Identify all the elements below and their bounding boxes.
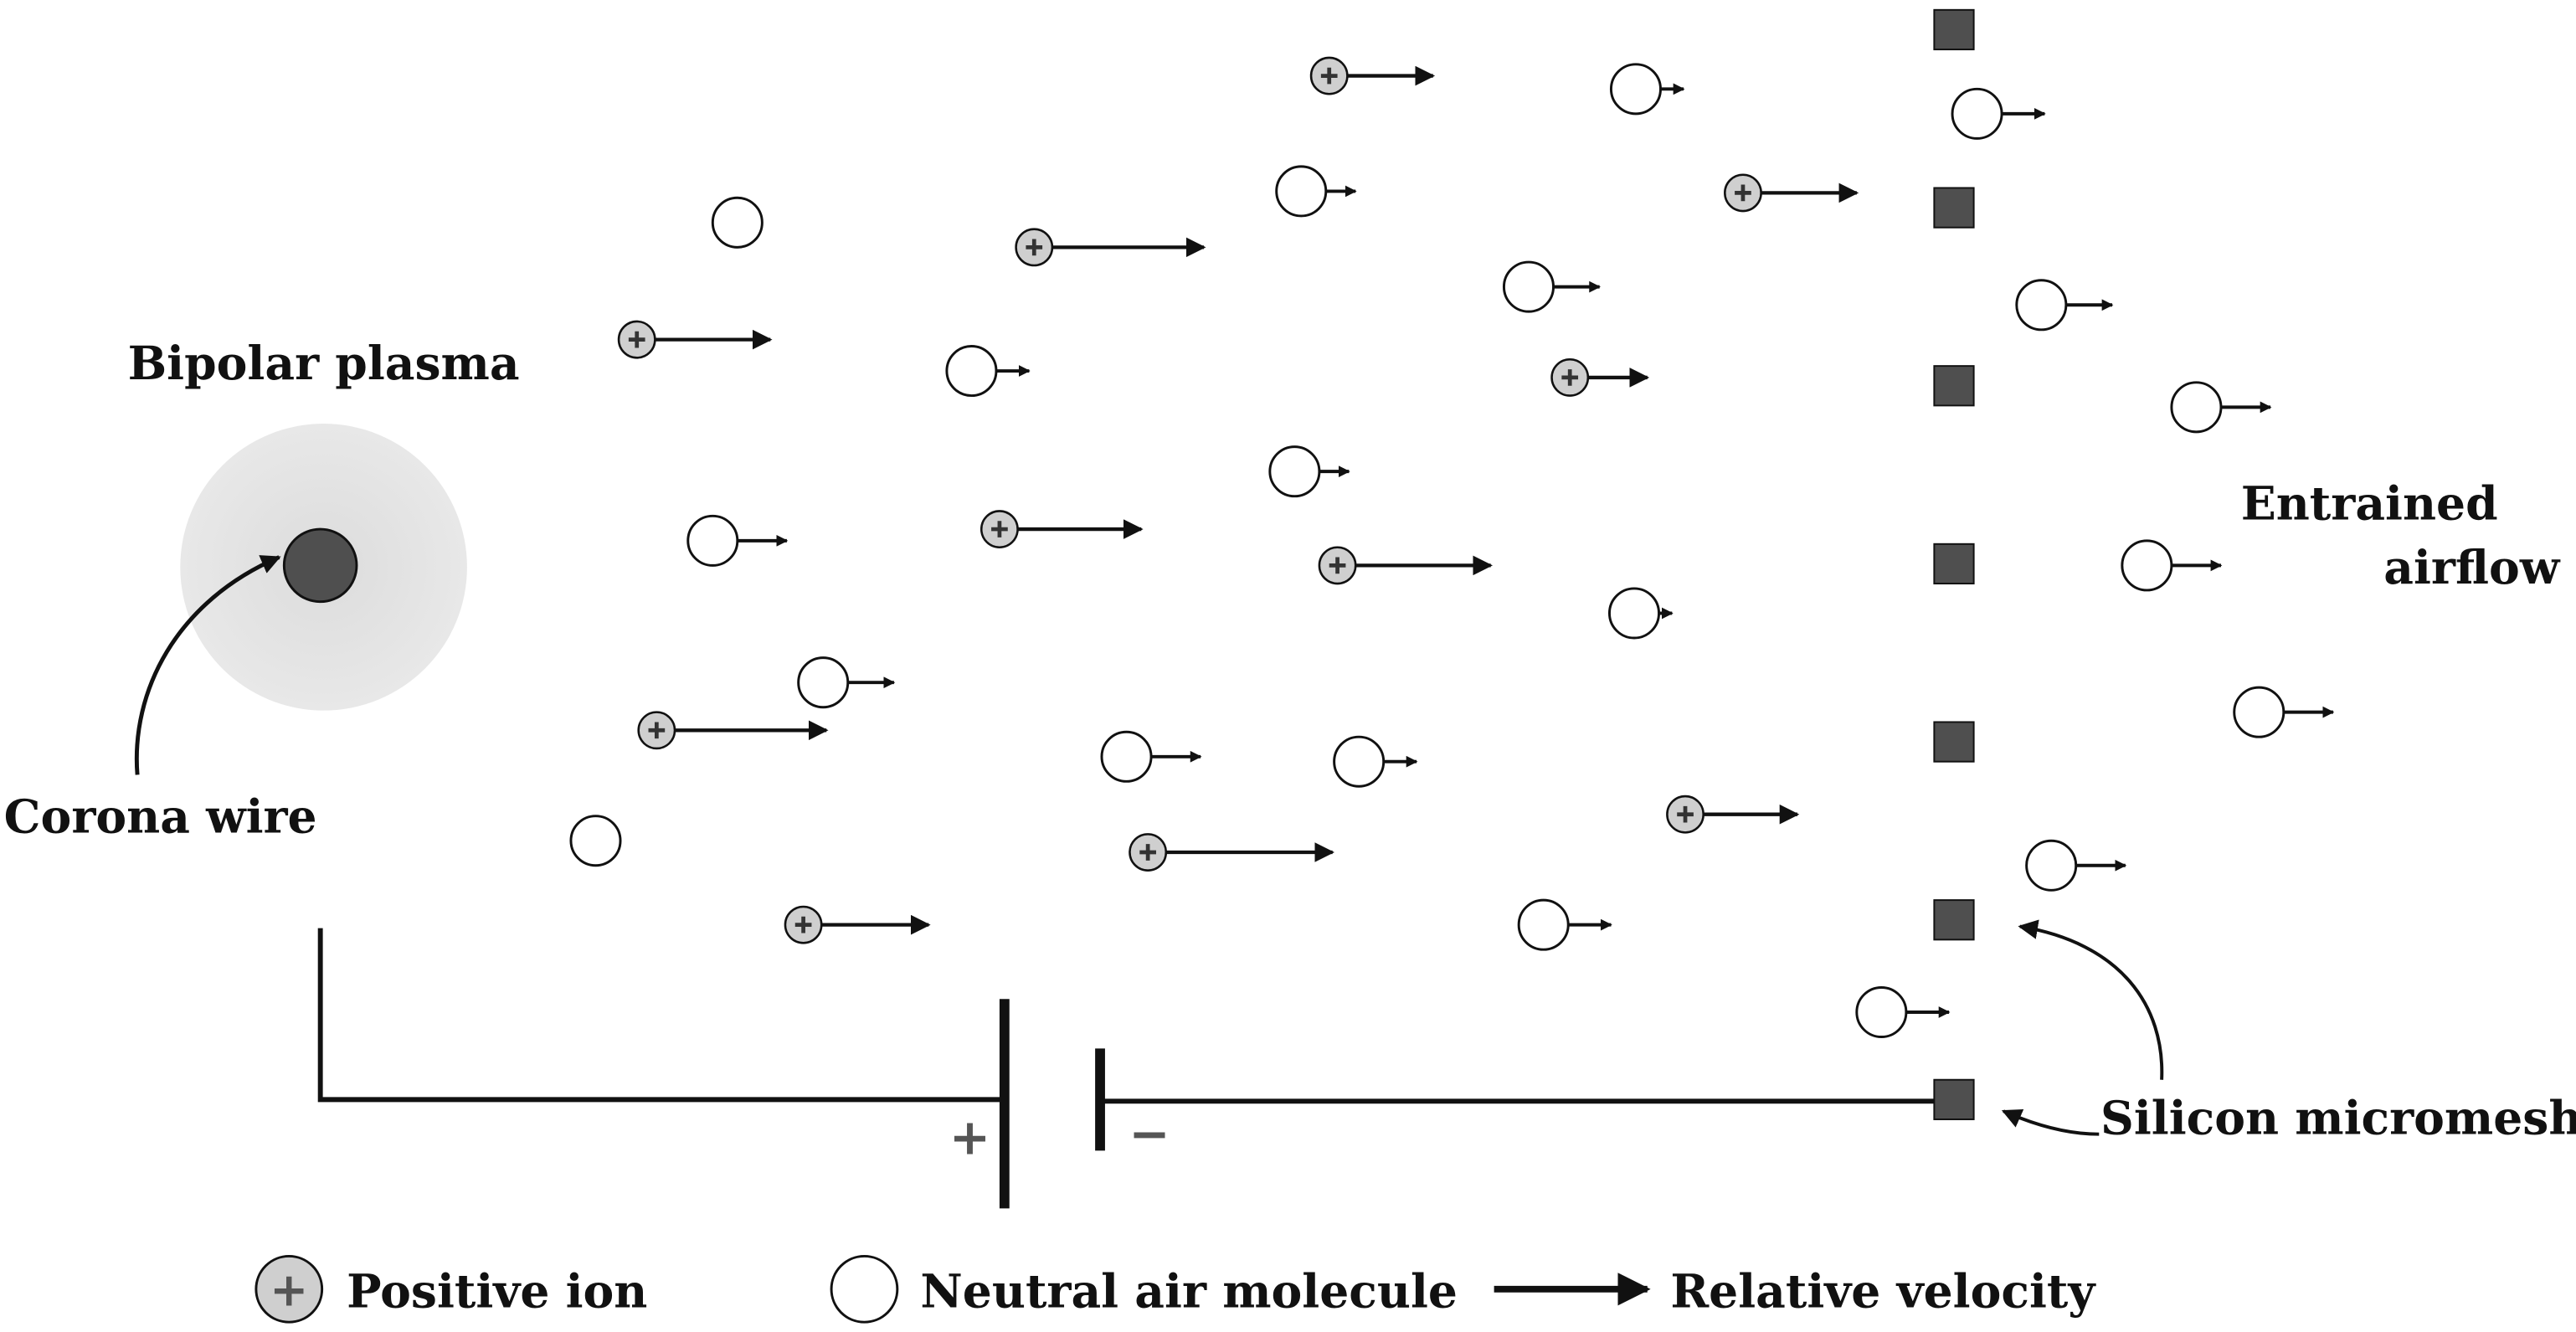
micromesh-element	[1933, 365, 1975, 407]
neutral-air-molecule	[1951, 87, 2046, 140]
neutral-air-molecule	[1268, 445, 1350, 498]
entrained-airflow-label-line2: airflow	[2383, 541, 2561, 595]
neutral-air-molecule	[2233, 686, 2335, 738]
legend: + Positive ion Neutral air molecule Rela…	[255, 1254, 2096, 1324]
neutral-air-molecule	[1502, 260, 1602, 313]
positive-ion	[1550, 357, 1650, 397]
neutral-air-molecule	[711, 196, 764, 249]
neutral-air-molecule	[1607, 587, 1674, 640]
particles	[569, 56, 2335, 1039]
micromesh-pointer-arrow-lower	[2001, 1108, 2100, 1136]
plus-icon	[1329, 557, 1346, 574]
molecule-body	[686, 514, 739, 567]
plus-icon	[628, 331, 645, 348]
micromesh-element	[1933, 187, 1975, 229]
micromesh-pointer-arrow-upper	[2018, 919, 2164, 1080]
legend-neutral-molecule-icon	[830, 1254, 899, 1324]
legend-positive-ion-icon	[255, 1254, 324, 1324]
circuit-wire-left	[317, 928, 1005, 1103]
plus-icon	[794, 916, 812, 933]
molecule-body	[1268, 445, 1321, 498]
plus-icon	[1139, 844, 1156, 861]
neutral-air-molecule	[2170, 381, 2272, 434]
neutral-air-molecule	[1100, 730, 1202, 783]
positive-ion	[784, 905, 931, 944]
legend-positive-ion-plus: +	[270, 1263, 308, 1317]
molecule-body	[797, 656, 850, 709]
molecule-body	[1607, 587, 1661, 640]
molecule-body	[2233, 686, 2285, 738]
plus-icon	[1677, 805, 1694, 823]
neutral-air-molecule	[686, 514, 789, 567]
molecule-body	[2121, 539, 2173, 592]
micromesh-element	[1933, 899, 1975, 941]
battery-plus-sign: +	[949, 1108, 991, 1165]
corona-wire	[282, 527, 358, 604]
neutral-air-molecule	[797, 656, 896, 709]
neutral-air-molecule	[1517, 898, 1612, 951]
corona-wire-pointer-arrow	[134, 555, 281, 775]
molecule-body	[1333, 735, 1386, 788]
positive-ion	[1015, 228, 1206, 267]
plus-icon	[1561, 369, 1579, 386]
molecule-body	[1517, 898, 1570, 951]
silicon-micromesh-label: Silicon micromesh	[2100, 1092, 2576, 1146]
molecule-body	[2015, 279, 2068, 332]
battery-minus-sign: −	[1129, 1104, 1170, 1162]
plus-icon	[1320, 67, 1338, 85]
neutral-air-molecule	[569, 815, 622, 867]
molecule-body	[2170, 381, 2223, 434]
molecule-body	[2025, 839, 2078, 892]
plus-icon	[991, 521, 1008, 537]
neutral-air-molecule	[1609, 63, 1685, 116]
positive-ion	[1318, 546, 1494, 585]
molecule-body	[711, 196, 764, 249]
neutral-air-molecule	[945, 345, 1031, 398]
molecule-body	[1951, 87, 2003, 140]
molecule-body	[1275, 165, 1328, 218]
molecule-body	[1609, 63, 1662, 116]
positive-ion	[1724, 173, 1859, 213]
bipolar-plasma-label: Bipolar plasma	[128, 337, 520, 391]
positive-ion	[979, 510, 1144, 549]
positive-ion	[617, 320, 773, 359]
entrained-airflow-label-line1: Entrained	[2241, 476, 2498, 531]
neutral-air-molecule	[1333, 735, 1418, 788]
silicon-micromesh	[1933, 8, 1975, 1120]
positive-ion	[1309, 56, 1436, 95]
molecule-body	[1502, 260, 1555, 313]
neutral-air-molecule	[1855, 985, 1951, 1039]
micromesh-element	[1933, 543, 1975, 585]
micromesh-element	[1933, 8, 1975, 51]
legend-positive-ion-label: Positive ion	[347, 1264, 647, 1319]
plus-icon	[1026, 239, 1043, 256]
positive-ion	[1129, 833, 1335, 872]
neutral-air-molecule	[2015, 279, 2114, 332]
molecule-body	[1855, 985, 1908, 1039]
plus-icon	[1735, 184, 1751, 202]
corona-wire-label: Corona wire	[4, 789, 317, 844]
molecule-body	[945, 345, 998, 398]
micromesh-element	[1933, 721, 1975, 763]
positive-ion	[1666, 795, 1800, 834]
positive-ion	[637, 711, 829, 750]
legend-neutral-molecule-label: Neutral air molecule	[920, 1264, 1458, 1319]
molecule-body	[1100, 730, 1153, 783]
neutral-air-molecule	[1275, 165, 1357, 218]
neutral-air-molecule	[2121, 539, 2223, 592]
legend-velocity-label: Relative velocity	[1670, 1264, 2096, 1319]
plus-icon	[648, 722, 666, 739]
molecule-body	[569, 815, 622, 867]
micromesh-element	[1933, 1078, 1975, 1120]
neutral-air-molecule	[2025, 839, 2127, 892]
